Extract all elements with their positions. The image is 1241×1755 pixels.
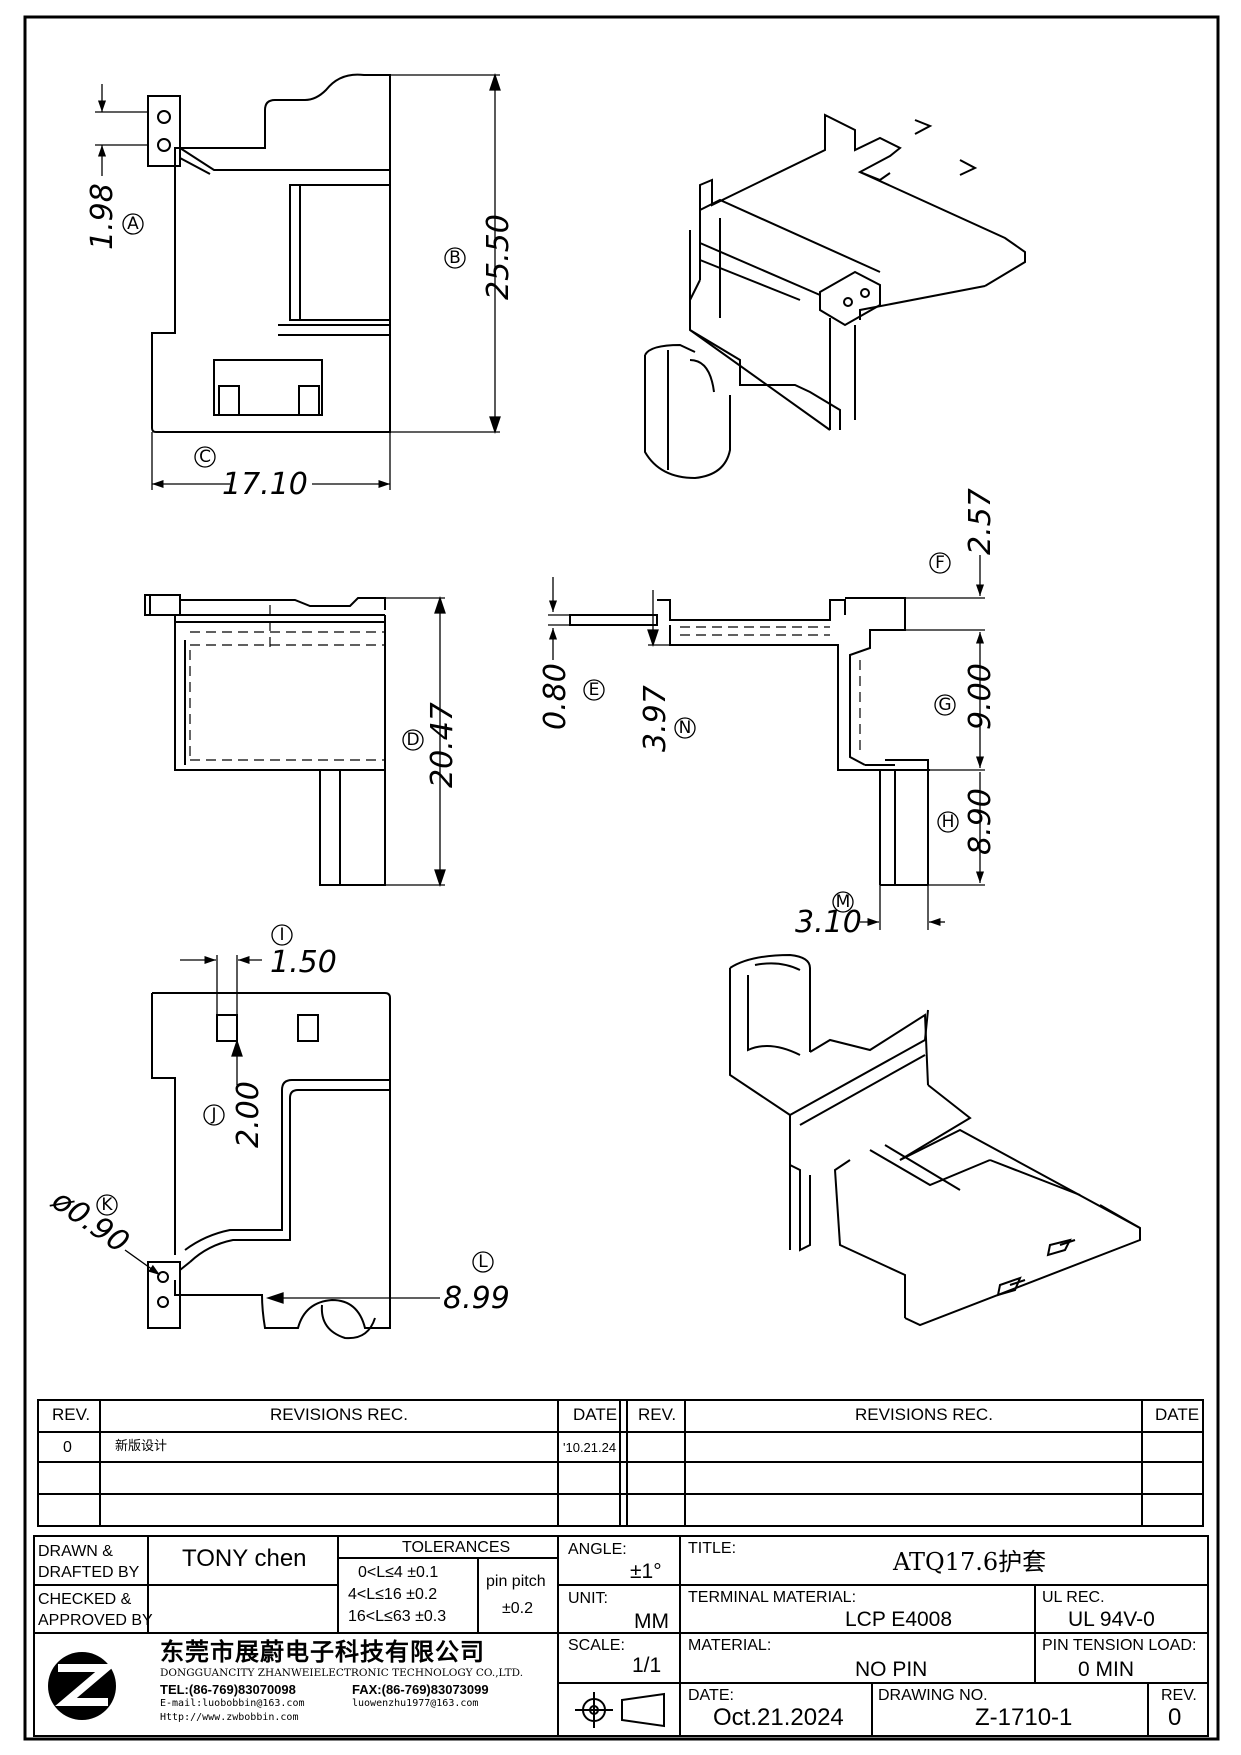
callout-i: I: [279, 925, 284, 945]
tolerances-label: TOLERANCES: [402, 1539, 511, 1556]
side-view-left-hidden: [189, 605, 385, 761]
title-value: ATQ17.6护套: [893, 1548, 1047, 1576]
company-name-cn: 东莞市展蔚电子科技有限公司: [160, 1637, 485, 1666]
checked-label: CHECKED & APPROVED BY: [38, 1591, 153, 1629]
callout-k: K: [101, 1195, 113, 1215]
title-label: TITLE:: [688, 1540, 737, 1557]
dim-h-value: 8.90: [963, 788, 998, 855]
callout-f: F: [935, 553, 945, 573]
callout-m: M: [836, 892, 851, 912]
callout-b: B: [449, 248, 461, 268]
company-email-2: luowenzhu1977@163.com: [352, 1698, 479, 1709]
bottom-view: [147, 992, 391, 1340]
side-view-left: [144, 594, 386, 886]
front-view: [147, 73, 391, 433]
dim-k-value: ø0.90: [45, 1182, 136, 1260]
callout-h: H: [942, 812, 955, 832]
rev-label: REV.: [1161, 1687, 1197, 1704]
isometric-view-bottom: [729, 953, 1141, 1327]
pin-tension-label: PIN TENSION LOAD:: [1042, 1637, 1197, 1654]
company-fax: FAX:(86-769)83073099: [352, 1682, 489, 1697]
rev-date-header-right: DATE: [1155, 1405, 1200, 1424]
projection-symbol-icon: [575, 1692, 665, 1728]
tolerance-row-2: 4<L≤16 ±0.2: [348, 1586, 438, 1603]
dim-a-value: 1.98: [85, 183, 120, 250]
callout-g: G: [938, 695, 951, 715]
rev-rec-header-right: REVISIONS REC.: [855, 1405, 993, 1424]
company-logo: [48, 1652, 117, 1720]
isometric-view-top: [644, 113, 1026, 480]
tolerance-row-3: 16<L≤63 ±0.3: [348, 1608, 447, 1625]
company-tel: TEL:(86-769)83070098: [160, 1682, 296, 1697]
angle-value: ±1°: [630, 1560, 662, 1583]
rev-header-left: REV.: [52, 1405, 91, 1424]
title-block-grid: [33, 1535, 1209, 1737]
company-email-1: E-mail:luobobbin@163.com: [160, 1698, 305, 1709]
terminal-material-label: TERMINAL MATERIAL:: [688, 1589, 857, 1606]
sheet-border: [23, 15, 1220, 1741]
unit-label: UNIT:: [568, 1590, 608, 1607]
terminal-material-value: LCP E4008: [845, 1608, 953, 1631]
dim-l-value: 8.99: [443, 1281, 510, 1316]
unit-value: MM: [634, 1610, 669, 1633]
material-label: MATERIAL:: [688, 1637, 772, 1654]
callout-a: A: [127, 214, 139, 234]
callout-d: D: [406, 730, 419, 750]
callout-j: J: [210, 1105, 216, 1125]
drawn-value: TONY chen: [182, 1545, 307, 1572]
scale-label: SCALE:: [568, 1637, 625, 1654]
rev-row-0-rec: 新版设计: [115, 1439, 168, 1454]
material-value: NO PIN: [855, 1658, 928, 1681]
ul-rec-label: UL REC.: [1042, 1589, 1105, 1606]
dim-n-value: 3.97: [638, 685, 673, 752]
dim-e-value: 0.80: [538, 663, 573, 730]
dim-d-value: 20.47: [425, 702, 460, 788]
rev-row-0-date: '10.21.24: [563, 1440, 617, 1455]
dim-c-value: 17.10: [222, 467, 308, 502]
dim-i-value: 1.50: [270, 945, 337, 980]
side-view-right-hidden: [680, 626, 861, 755]
callout-n: N: [679, 718, 692, 738]
company-web: Http://www.zwbobbin.com: [160, 1712, 299, 1723]
dim-m-value: 3.10: [795, 905, 862, 940]
callout-e: E: [589, 680, 600, 700]
side-view-left-dims: [385, 595, 446, 888]
dim-g-value: 9.00: [963, 663, 998, 730]
pin-pitch-label: pin pitch: [486, 1573, 546, 1590]
drawing-no-label: DRAWING NO.: [878, 1687, 988, 1704]
dim-f-value: 2.57: [963, 488, 998, 555]
rev-date-header-left: DATE: [573, 1405, 618, 1424]
bottom-view-dims: [124, 955, 440, 1304]
tolerance-row-1: 0<L≤4 ±0.1: [358, 1564, 439, 1581]
side-view-right-dims: [548, 555, 985, 930]
rev-row-0-rev: 0: [63, 1439, 72, 1456]
company-name-en: DONGGUANCITY ZHANWEIELECTRONIC TECHNOLOG…: [160, 1667, 524, 1679]
scale-value: 1/1: [632, 1654, 662, 1677]
angle-label: ANGLE:: [568, 1541, 627, 1558]
rev-value: 0: [1168, 1704, 1182, 1731]
drawn-label: DRAWN & DRAFTED BY: [38, 1543, 140, 1581]
rev-header-right: REV.: [638, 1405, 677, 1424]
pin-tension-value: 0 MIN: [1078, 1658, 1135, 1681]
revision-table: [37, 1399, 1204, 1527]
rev-rec-header-left: REVISIONS REC.: [270, 1405, 408, 1424]
callout-c: C: [199, 447, 211, 467]
pin-pitch-value: ±0.2: [502, 1600, 534, 1617]
ul-rec-value: UL 94V-0: [1068, 1608, 1155, 1631]
date-value: Oct.21.2024: [713, 1704, 844, 1731]
callout-l: L: [478, 1252, 488, 1272]
date-label: DATE:: [688, 1687, 734, 1704]
front-view-dims: [95, 72, 501, 490]
dim-j-value: 2.00: [231, 1081, 266, 1148]
drawing-no-value: Z-1710-1: [975, 1704, 1073, 1731]
dim-b-value: 25.50: [481, 214, 516, 300]
